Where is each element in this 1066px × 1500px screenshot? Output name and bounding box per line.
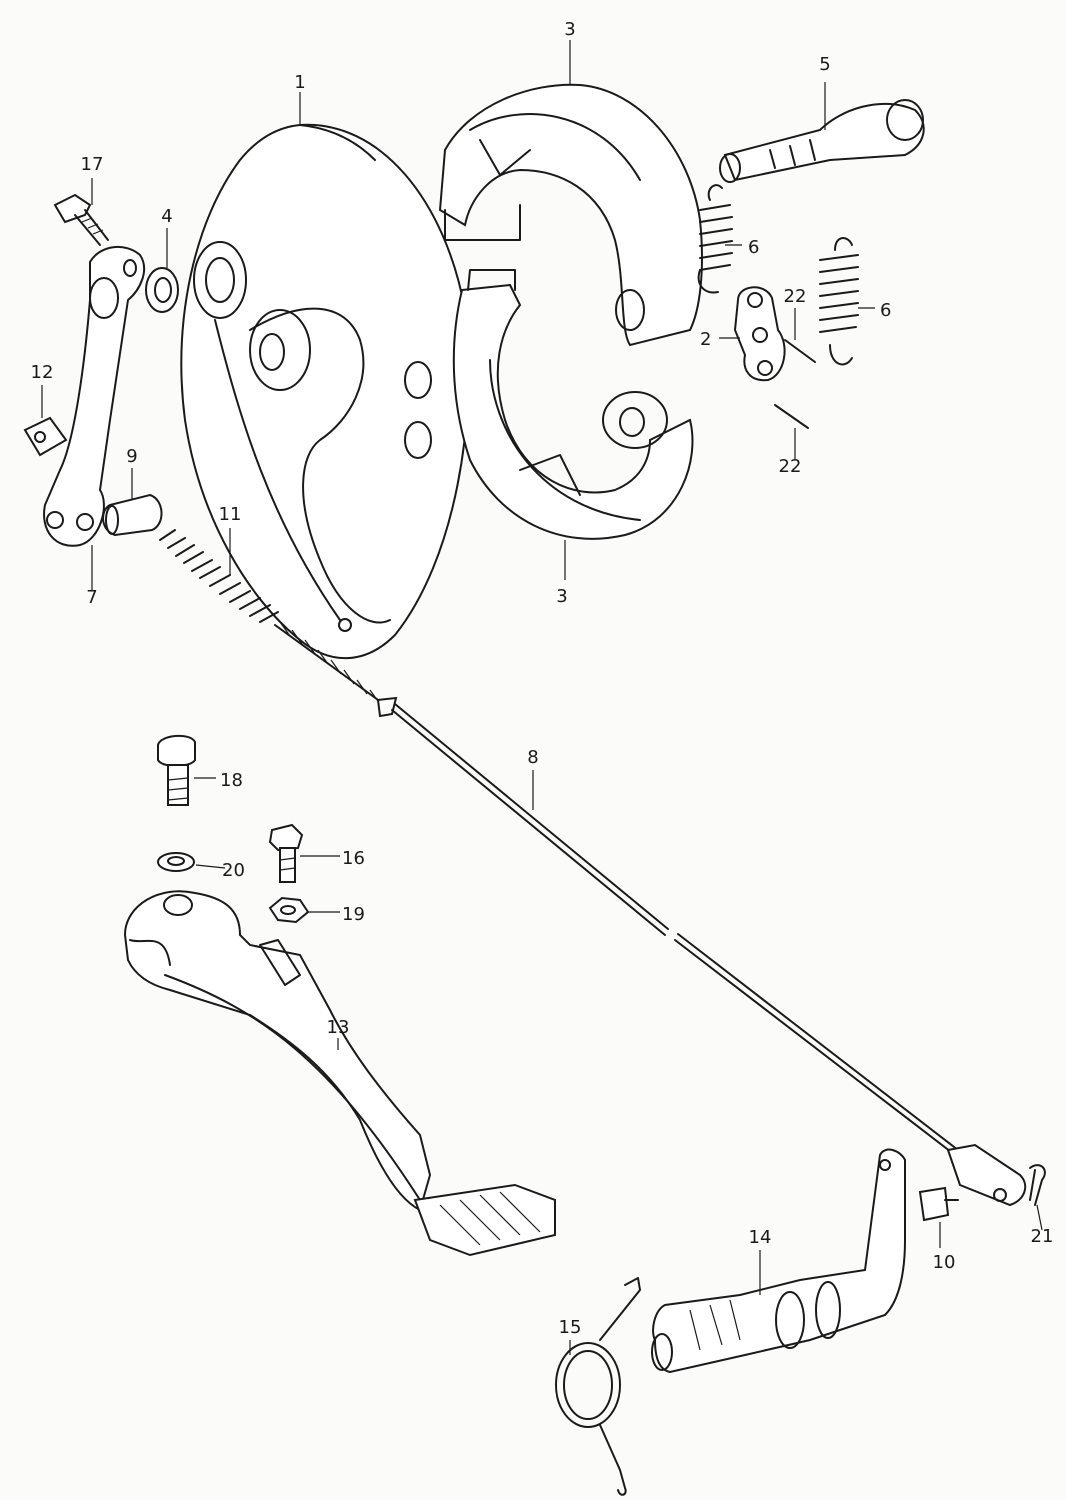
callout-10: 10 (933, 1252, 956, 1273)
callout-22-a: 22 (784, 286, 807, 307)
callout-9: 9 (126, 446, 137, 467)
callout-6-b: 6 (880, 300, 891, 321)
callout-7: 7 (86, 587, 97, 608)
leader-lines (41, 40, 1043, 1355)
callout-22-b: 22 (779, 456, 802, 477)
rod-yoke (946, 1143, 1027, 1207)
callout-21: 21 (1031, 1226, 1054, 1247)
brake-arm (43, 245, 146, 547)
brake-rod-joint (23, 416, 68, 457)
pedal-return-spring (555, 1277, 641, 1496)
brake-shoe-top (438, 83, 703, 347)
lever-bolt (53, 193, 109, 246)
cotter-pin-a (784, 339, 816, 363)
yoke-pin (918, 1186, 959, 1222)
rod-spring (159, 529, 279, 623)
callout-3-bottom: 3 (556, 586, 567, 607)
stopper-bolt (268, 823, 304, 883)
callout-4: 4 (161, 206, 172, 227)
stopper-nut (268, 896, 310, 924)
callout-8: 8 (527, 747, 538, 768)
callout-13: 13 (327, 1017, 350, 1038)
callout-16: 16 (342, 848, 365, 869)
rod-cotter-pin (1029, 1164, 1046, 1206)
pedal-shaft (651, 1148, 906, 1374)
brake-panel (180, 123, 470, 660)
callout-17: 17 (81, 154, 104, 175)
callout-6-a: 6 (748, 237, 759, 258)
callout-2: 2 (700, 329, 711, 350)
brake-rod (274, 621, 959, 1156)
spring-washer (157, 852, 195, 872)
callout-12: 12 (31, 362, 54, 383)
brake-cam (719, 99, 925, 183)
callout-20: 20 (222, 860, 245, 881)
joint-pin (102, 493, 163, 537)
callout-18: 18 (220, 770, 243, 791)
brake-shoe-bottom (452, 269, 694, 540)
anchor-plate (733, 286, 786, 382)
callout-5: 5 (819, 54, 830, 75)
pedal-bolt (157, 734, 196, 806)
brake-spring-b (819, 237, 859, 366)
callout-14: 14 (749, 1227, 772, 1248)
cotter-pin-b (774, 404, 809, 429)
brake-pedal (123, 890, 556, 1257)
callout-15: 15 (559, 1317, 582, 1338)
felt-washer (145, 267, 179, 313)
callout-11: 11 (219, 504, 242, 525)
callout-19: 19 (342, 904, 365, 925)
callout-3-top: 3 (564, 19, 575, 40)
callout-1: 1 (294, 72, 305, 93)
brake-spring-a (697, 184, 733, 294)
callout-labels: 1 3 3 5 6 6 2 22 22 17 4 12 9 7 11 8 18 … (31, 19, 1054, 1338)
